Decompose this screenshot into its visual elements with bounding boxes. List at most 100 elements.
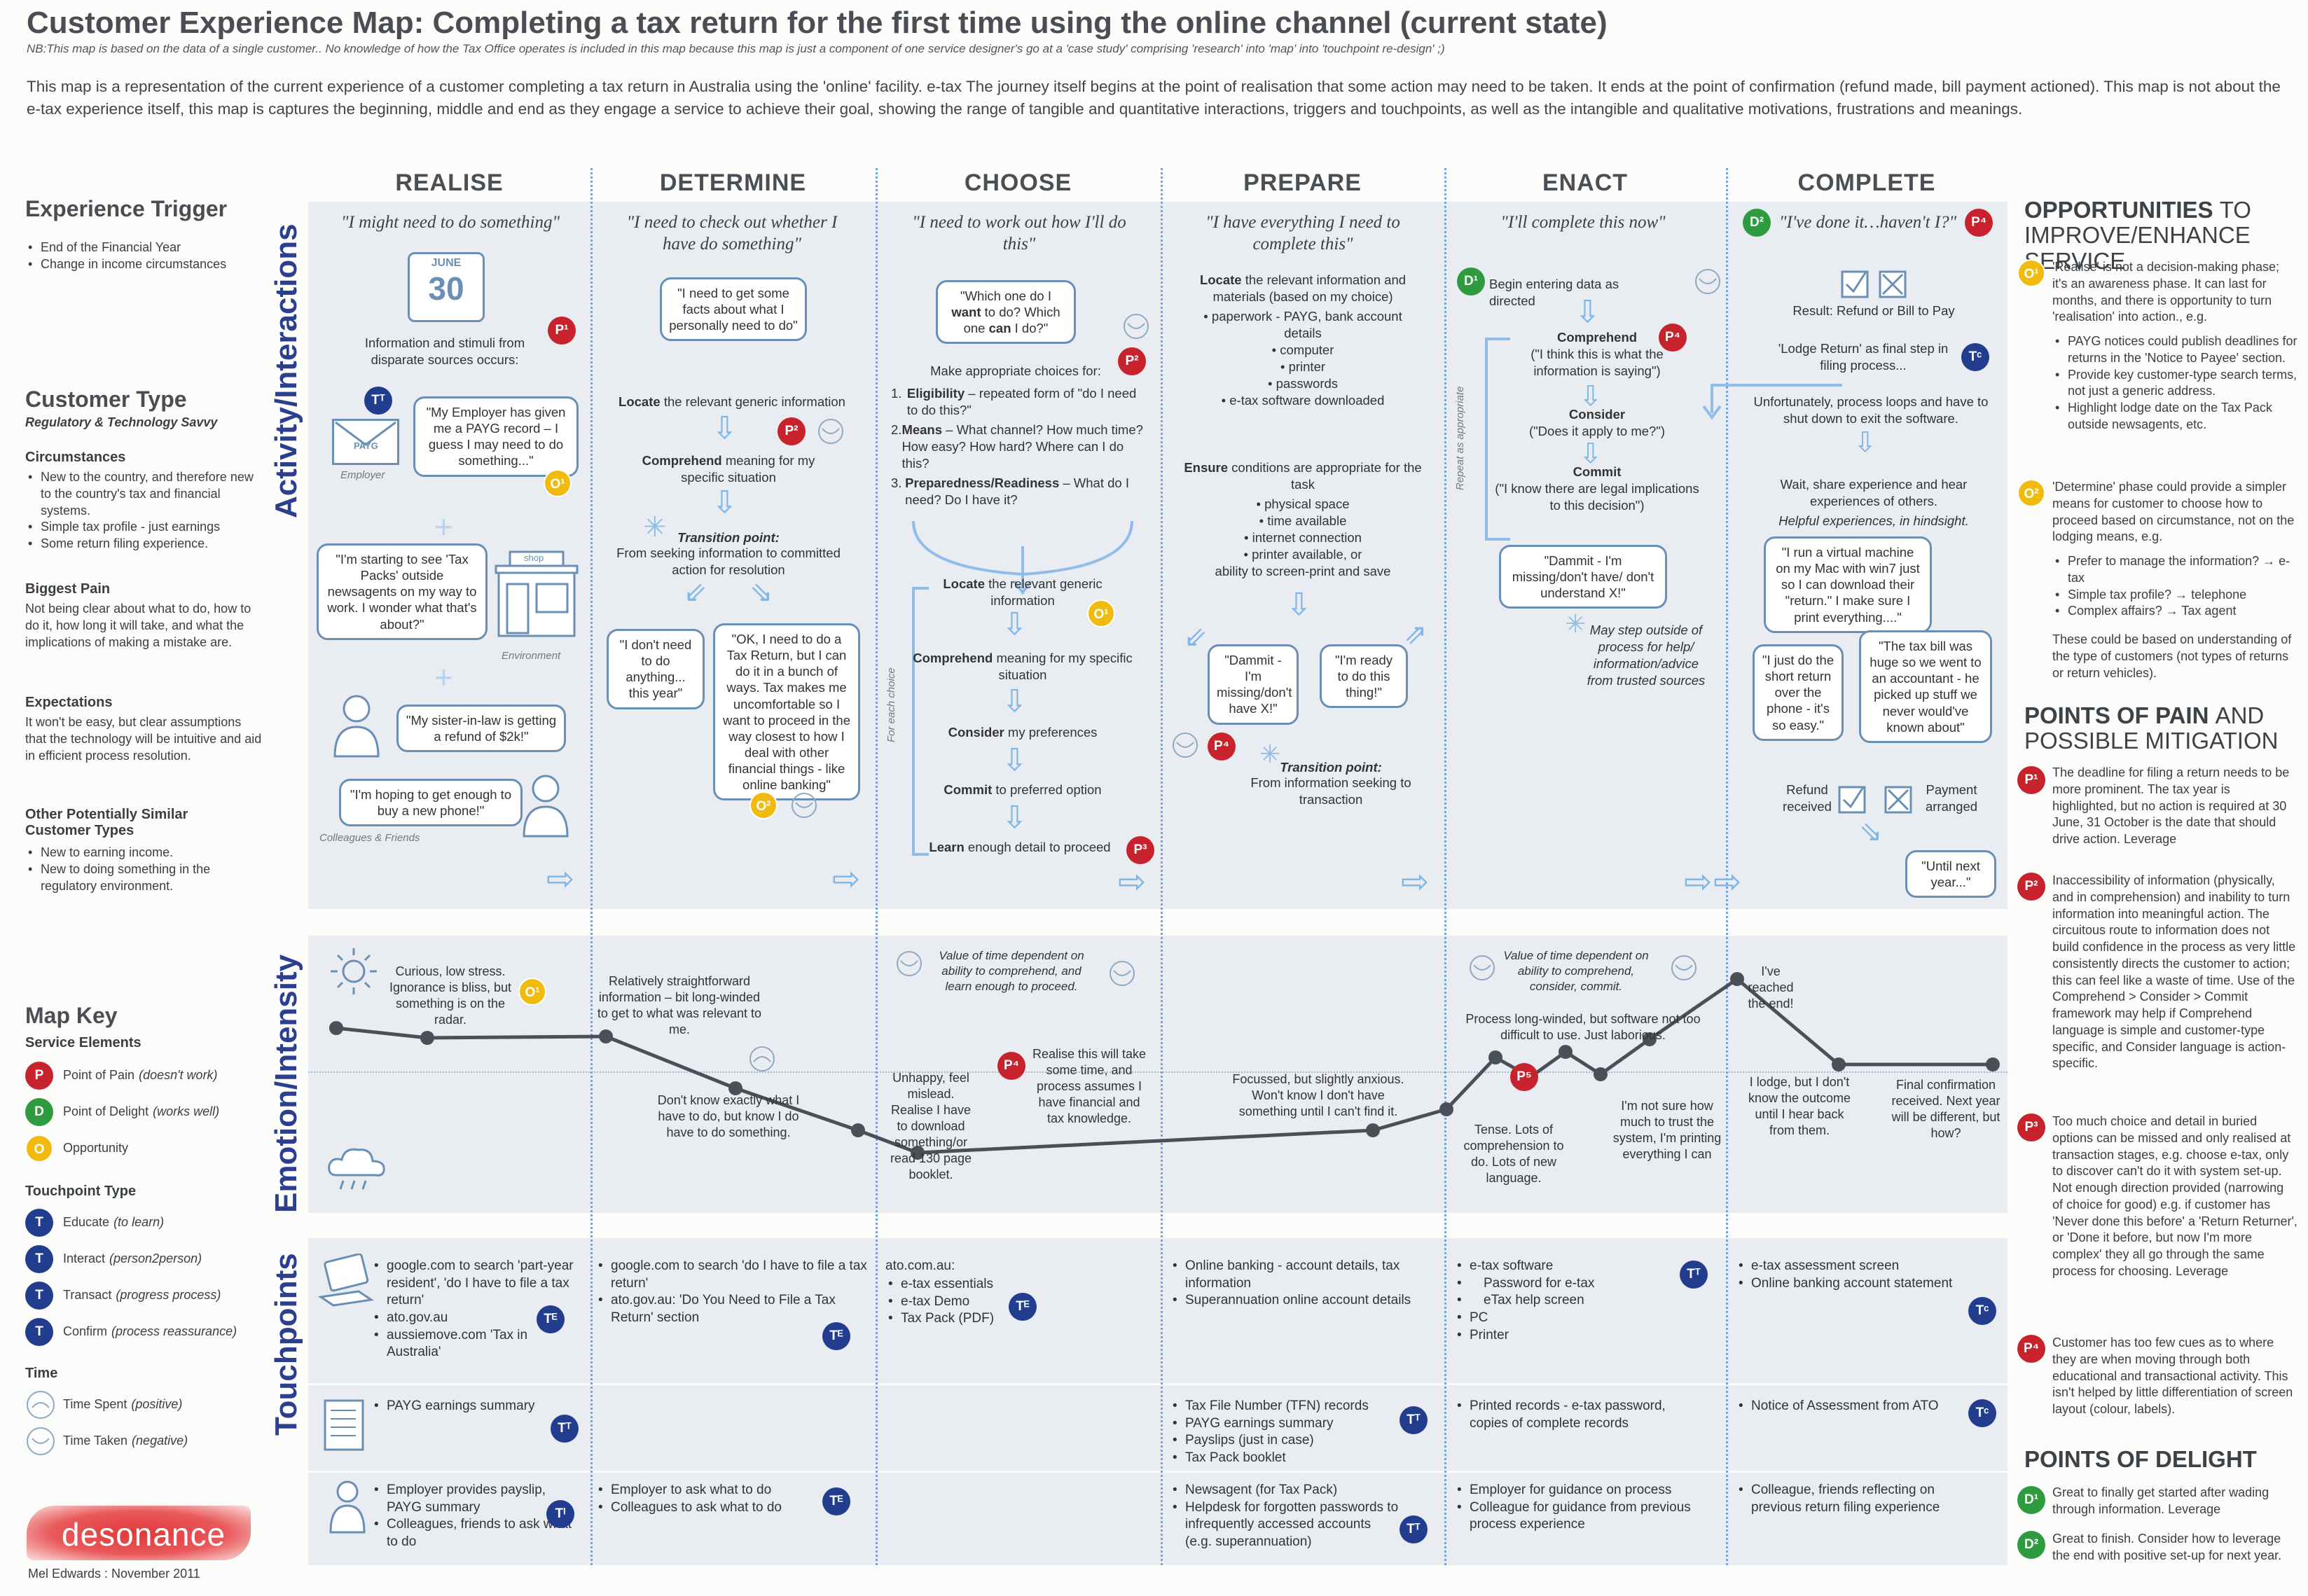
list-item: • printer available, or xyxy=(1243,547,1362,562)
touch-realise-paper: PAYG earnings summary xyxy=(371,1398,553,1415)
enact-comprehend: Comprehend("I think this is what the inf… xyxy=(1506,329,1688,380)
emotion-note: Value of time dependent on ability to co… xyxy=(939,949,1084,993)
expectations-text: It won't be easy, but clear assumptions … xyxy=(25,715,262,763)
step-rest: the relevant generic information xyxy=(988,576,1103,609)
time-key: Time Spent (positive) Time Taken (negati… xyxy=(25,1387,188,1459)
touchpoint-item: aussiemove.com 'Tax in Australia' xyxy=(371,1327,581,1361)
touchpoint-item: e-tax assessment screen xyxy=(1736,1258,1988,1275)
complete-wait-sub: Helpful experiences, in hindsight. xyxy=(1778,513,1969,528)
rain-cloud-icon xyxy=(328,1148,385,1190)
prepare-transition-title: Transition point: xyxy=(1280,760,1382,775)
list-item: • physical space xyxy=(1256,497,1350,511)
step-verb: Commit xyxy=(1573,464,1622,479)
stage-choose: CHOOSE xyxy=(964,169,1072,196)
choice-num: 1. xyxy=(891,386,902,401)
loop-back-connector xyxy=(1702,384,1842,420)
row-label-touchpoints: Touchpoints xyxy=(269,1253,303,1436)
circumstance-item: Simple tax profile - just earnings xyxy=(25,519,263,536)
customer-type-subtitle: Regulatory & Technology Savvy xyxy=(25,415,218,429)
list-item-text: paperwork - PAYG, bank account details xyxy=(1211,309,1402,341)
prepare-ready-bubble: "I'm ready to do this thing!" xyxy=(1320,644,1408,709)
touchpoint-item: ato.gov.au xyxy=(371,1310,581,1327)
delight-1-badge-icon: D¹ xyxy=(2017,1486,2045,1514)
choice-bold: Preparedness/Readiness xyxy=(905,476,1060,491)
touch-enact-digital: e-tax software Password for e-tax eTax h… xyxy=(1454,1258,1664,1344)
enact-bubble: "Dammit - I'm missing/don't have/ don't … xyxy=(1499,545,1667,609)
map-title: Customer Experience Map: Completing a ta… xyxy=(27,6,1608,40)
cross-icon xyxy=(1884,786,1912,814)
bubble-part: I do?" xyxy=(1014,321,1049,336)
pain-4-badge-icon: P⁴ xyxy=(1965,209,1993,237)
prepare-locate-list: • paperwork - PAYG, bank account details… xyxy=(1184,308,1422,409)
quote-prepare: "I have everything I need to complete th… xyxy=(1205,213,1400,254)
quote-complete: "I've done it…haven't I?" xyxy=(1779,213,1957,233)
clock-positive-icon xyxy=(749,1046,775,1071)
circumstances-list: New to the country, and therefore new to… xyxy=(25,469,263,553)
list-item-text: printer xyxy=(1288,359,1326,375)
key-confirm-row: T Confirm (process reassurance) xyxy=(25,1314,237,1350)
determine-transition-title: Transition point: xyxy=(677,530,780,545)
emotion-note: Realise this will take some time, and pr… xyxy=(1032,1047,1147,1126)
bubble-emph: want xyxy=(951,305,981,320)
title-bold: POINTS OF PAIN xyxy=(2024,702,2209,728)
choose-step: Consider my preferences xyxy=(911,724,1135,741)
delight-2-badge-icon: D² xyxy=(1743,209,1771,237)
key-note: (doesn't work) xyxy=(139,1068,218,1083)
touchpoint-item: Colleagues to ask what to do xyxy=(595,1499,820,1517)
colleagues-label: Colleagues & Friends xyxy=(319,832,420,844)
touchpoint-item: Tax File Number (TFN) records xyxy=(1170,1398,1401,1415)
touch-divider xyxy=(308,1383,2008,1385)
map-intro: This map is a representation of the curr… xyxy=(27,78,2281,118)
comprehend-rest: meaning for my specific situation xyxy=(681,453,815,485)
key-interact-row: T Interact (person2person) xyxy=(25,1241,237,1277)
flow-arrow-icon: ⇙ xyxy=(1184,622,1208,653)
choice-item: 1.Eligibility – repeated form of "do I n… xyxy=(891,385,1150,419)
emotion-point xyxy=(851,1123,865,1137)
educate-badge-icon: Tᴱ xyxy=(822,1487,850,1515)
choice-bold: Means xyxy=(901,422,943,438)
clock-negative-icon xyxy=(818,419,843,444)
delight-1-text: Great to finally get started after wadin… xyxy=(2052,1485,2269,1516)
stage-determine: DETERMINE xyxy=(659,169,807,196)
pain-5-badge-icon: P⁵ xyxy=(1510,1063,1538,1091)
experience-trigger-list: End of the Financial Year Change in inco… xyxy=(25,240,277,273)
step-rest: ("Does it apply to me?") xyxy=(1528,424,1666,439)
list-item: • passwords xyxy=(1267,376,1339,391)
bubble-emph: can xyxy=(988,321,1011,336)
prepare-locate-text: Locate the relevant information and mate… xyxy=(1184,272,1422,305)
clock-negative-icon xyxy=(27,1427,55,1455)
educate-badge-icon: T xyxy=(25,1209,53,1237)
refund-label: Refund received xyxy=(1783,782,1832,814)
bubble-part: "Which one do I xyxy=(960,289,1051,303)
key-label: Point of Delight xyxy=(63,1104,149,1119)
pain-2-text: Inaccessibility of information (physical… xyxy=(2052,873,2296,1071)
prepare-ensure-text: Ensure conditions are appropriate for th… xyxy=(1184,459,1422,493)
touchpoint-item: Superannuation online account details xyxy=(1170,1292,1436,1310)
touchpoint-item: ato.gov.au: 'Do You Need to File a Tax R… xyxy=(595,1292,876,1326)
step-verb: Learn xyxy=(929,840,965,854)
shop-label: shop xyxy=(524,553,544,563)
similar-types-title: Other Potentially Similar Customer Types xyxy=(25,807,188,838)
confirm-badge-icon: T xyxy=(25,1318,53,1346)
opportunity-1-badge-icon: O¹ xyxy=(544,469,572,497)
title-bold: OPPORTUNITIES xyxy=(2024,197,2213,223)
flow-arrow-icon: ⇩ xyxy=(1286,588,1312,622)
plus-icon: + xyxy=(434,659,453,695)
prepare-missing-bubble: "Dammit - I'm missing/don't have X!" xyxy=(1208,644,1299,725)
touchpoint-item: Payslips (just in case) xyxy=(1170,1432,1401,1450)
determine-comprehend-text: Comprehend meaning for my specific situa… xyxy=(623,452,834,486)
pain-4-badge-icon: P⁴ xyxy=(1659,324,1687,352)
touch-prepare-people: Newsagent (for Tax Pack) Helpdesk for fo… xyxy=(1170,1482,1401,1551)
opportunity-2-badge-icon: O² xyxy=(749,791,778,819)
pain-1-badge-icon: P¹ xyxy=(548,317,576,345)
touch-prepare-paper: Tax File Number (TFN) records PAYG earni… xyxy=(1170,1398,1401,1467)
touch-prepare-digital: Online banking - account details, tax in… xyxy=(1170,1258,1436,1310)
interact-badge-icon: T xyxy=(25,1245,53,1273)
flow-arrow-icon: ⇨ xyxy=(832,861,861,898)
key-time-taken-row: Time Taken (negative) xyxy=(25,1423,188,1459)
touchpoint-item: PAYG earnings summary xyxy=(371,1398,553,1415)
step-verb: Consider xyxy=(948,725,1004,740)
list-item: • e-tax software downloaded xyxy=(1221,393,1385,408)
emotion-point xyxy=(1439,1102,1453,1116)
check-icon xyxy=(1838,786,1866,814)
